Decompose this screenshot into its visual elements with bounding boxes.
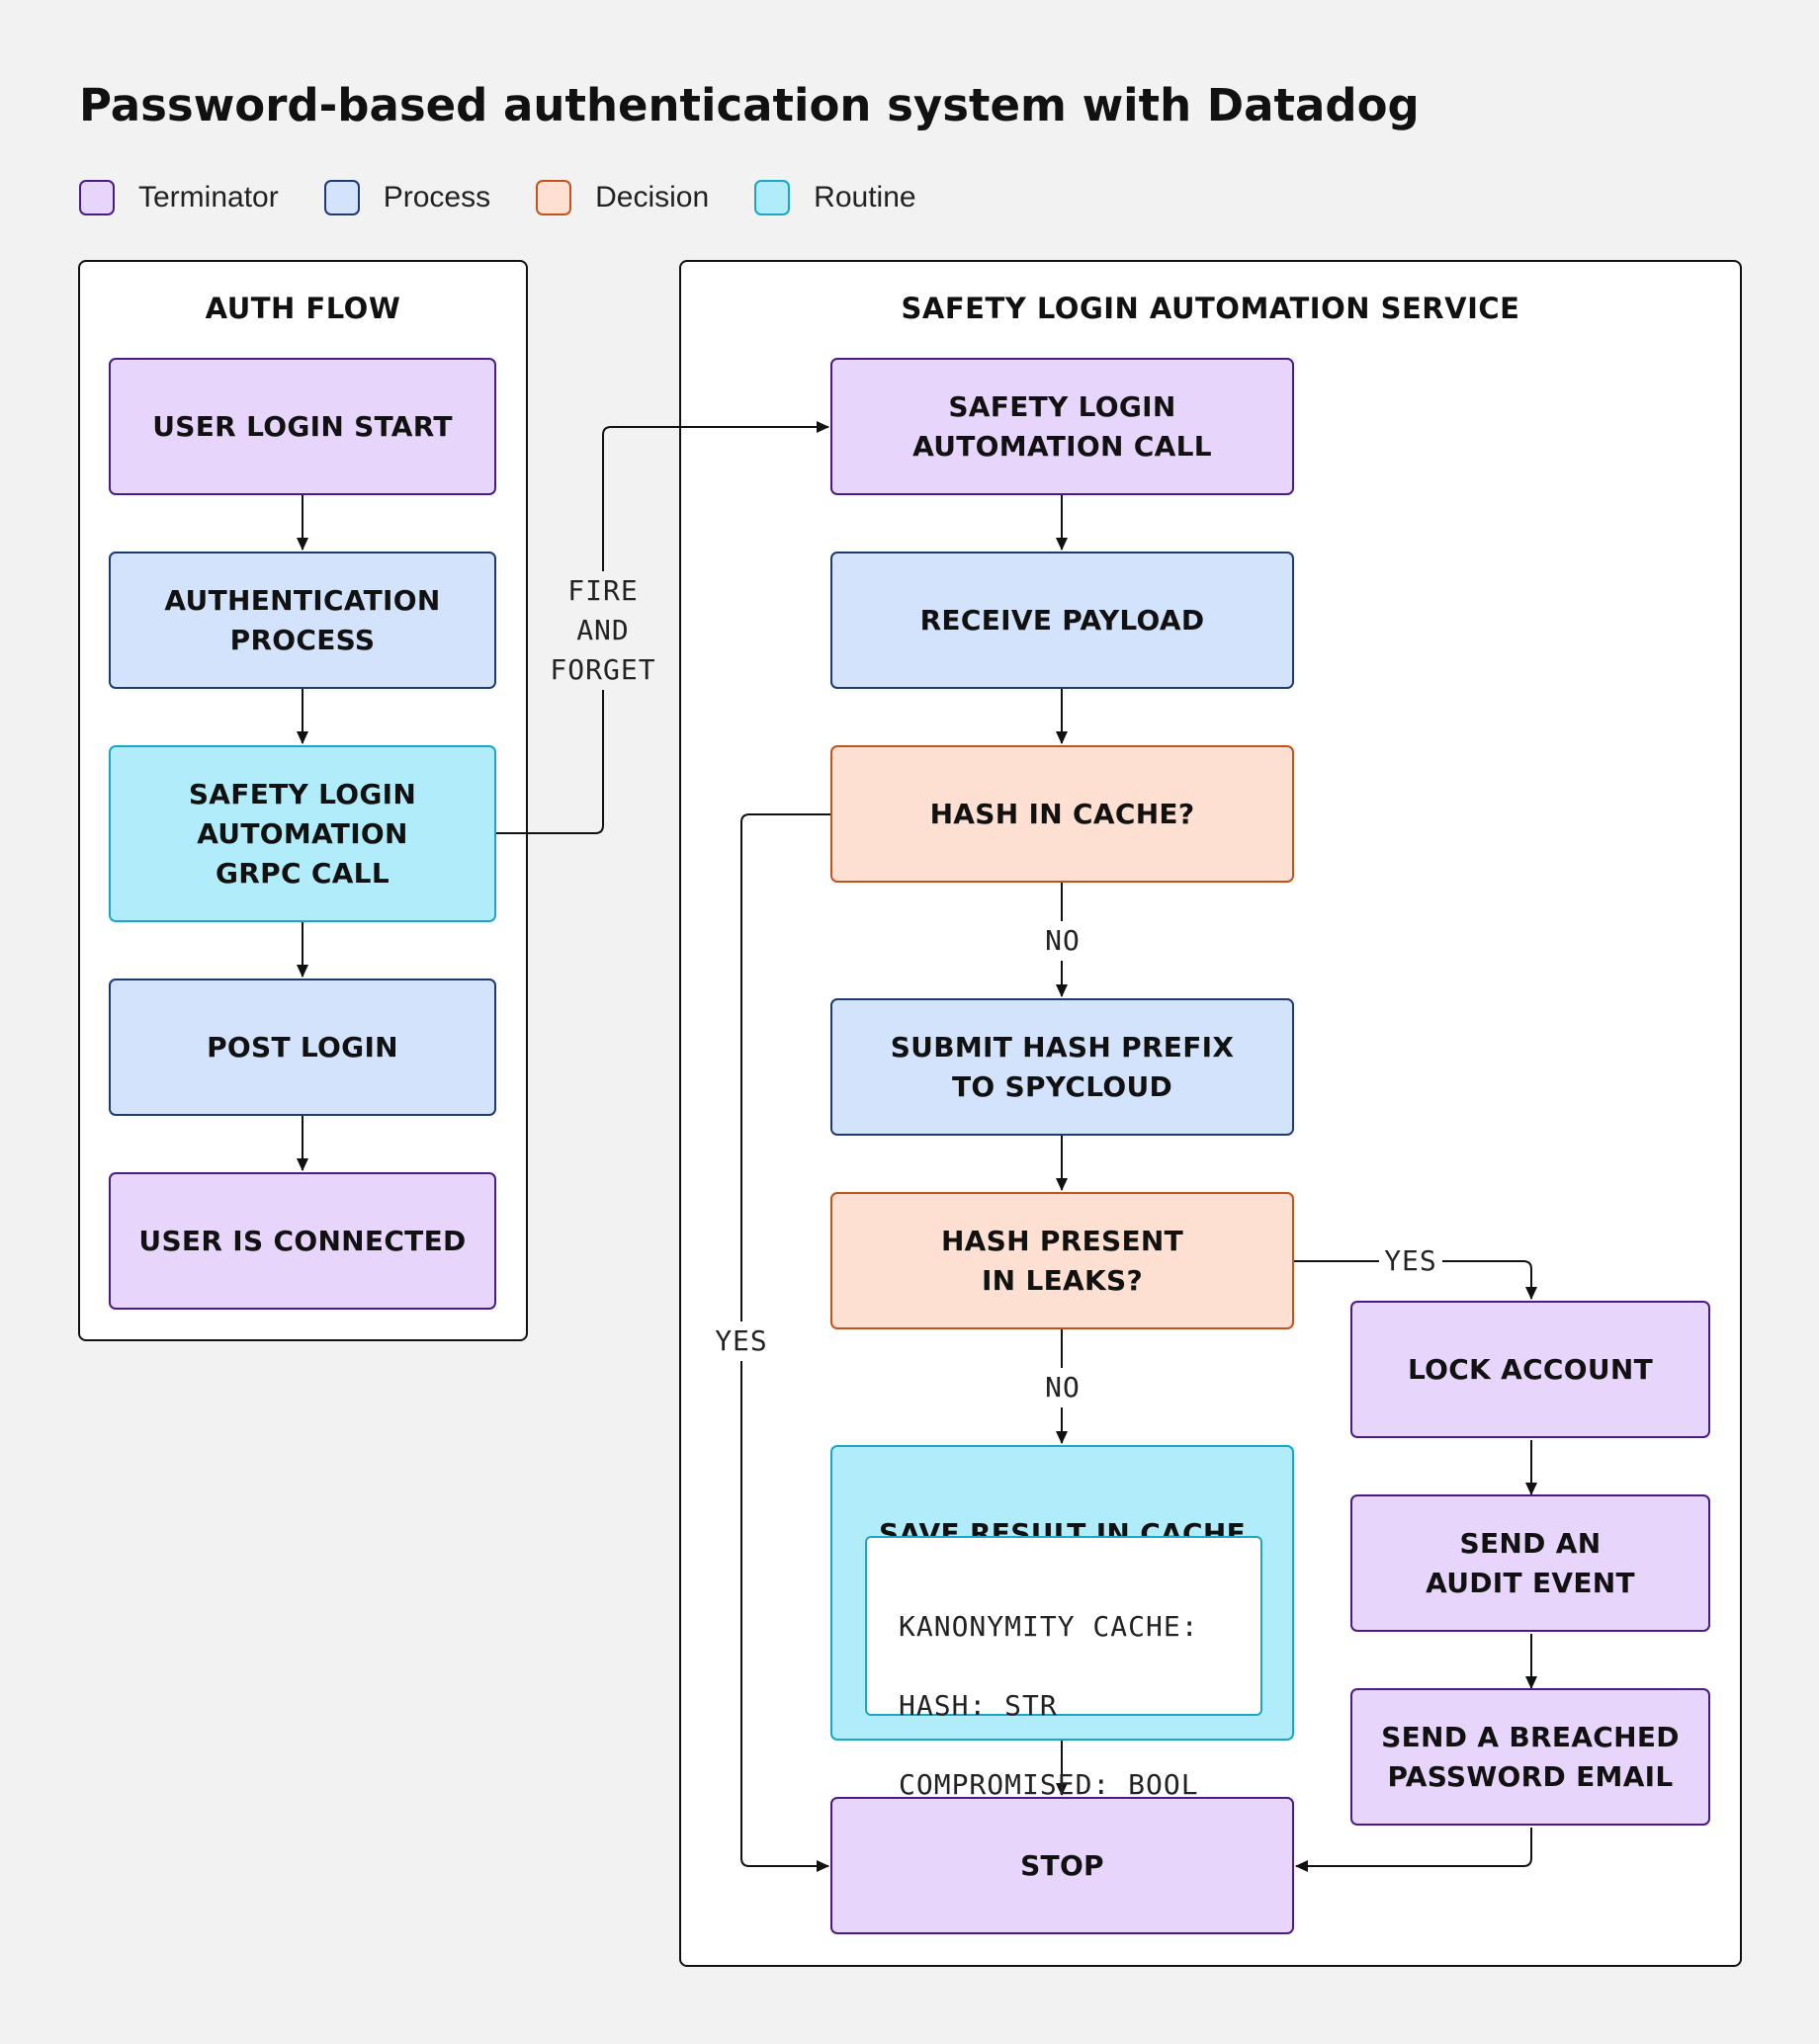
node-post-login: POST LOGIN (109, 979, 496, 1116)
service-title: SAFETY LOGIN AUTOMATION SERVICE (901, 292, 1520, 325)
node-grpc-call: SAFETY LOGIN AUTOMATION GRPC CALL (109, 745, 496, 922)
node-send-audit-event: SEND AN AUDIT EVENT (1350, 1494, 1710, 1632)
node-hash-in-cache: HASH IN CACHE? (830, 745, 1294, 883)
cache-schema-line: KANONYMITY CACHE: (899, 1610, 1199, 1643)
label-fire-and-forget: FIRE AND FORGET (542, 571, 664, 690)
arrow-yes-leaks-to-lock (1294, 1260, 1537, 1300)
legend-item-routine: Routine (754, 180, 916, 215)
legend-label: Routine (814, 181, 916, 213)
cache-schema-line: COMPROMISED: BOOL (899, 1768, 1199, 1801)
legend-swatch-decision (536, 180, 572, 215)
legend-label: Terminator (138, 181, 279, 213)
cache-schema-box: KANONYMITY CACHE: HASH: STR COMPROMISED:… (865, 1536, 1262, 1801)
node-submit-hash-prefix: SUBMIT HASH PREFIX TO SPYCLOUD (830, 998, 1294, 1136)
legend-swatch-terminator (79, 180, 115, 215)
label-yes-cache: YES (710, 1321, 773, 1361)
arrow-email-to-stop (1295, 1828, 1532, 1872)
legend-label: Process (383, 181, 491, 213)
node-user-is-connected: USER IS CONNECTED (109, 1172, 496, 1310)
node-automation-call: SAFETY LOGIN AUTOMATION CALL (830, 358, 1294, 495)
cache-schema-line: HASH: STR (899, 1689, 1058, 1722)
node-hash-present-in-leaks: HASH PRESENT IN LEAKS? (830, 1192, 1294, 1329)
legend-label: Decision (595, 181, 710, 213)
node-stop: STOP (830, 1797, 1294, 1934)
node-user-login-start: USER LOGIN START (109, 358, 496, 495)
label-no-cache: NO (1038, 921, 1087, 961)
legend-swatch-routine (754, 180, 791, 215)
legend-swatch-process (323, 180, 360, 215)
node-authentication-process: AUTHENTICATION PROCESS (109, 552, 496, 689)
legend-item-terminator: Terminator (79, 180, 279, 215)
node-receive-payload: RECEIVE PAYLOAD (830, 552, 1294, 689)
node-lock-account: LOCK ACCOUNT (1350, 1301, 1710, 1438)
label-yes-leaks: YES (1379, 1241, 1442, 1281)
legend-item-decision: Decision (536, 180, 709, 215)
node-save-result-in-cache: SAVE RESULT IN CACHE KANONYMITY CACHE: H… (830, 1445, 1294, 1801)
label-no-leaks: NO (1038, 1368, 1087, 1407)
page-title: Password-based authentication system wit… (79, 79, 1420, 131)
legend: Terminator Process Decision Routine (79, 180, 962, 215)
auth-flow-title: AUTH FLOW (205, 292, 401, 325)
node-send-breached-email: SEND A BREACHED PASSWORD EMAIL (1350, 1688, 1710, 1826)
legend-item-process: Process (323, 180, 491, 215)
